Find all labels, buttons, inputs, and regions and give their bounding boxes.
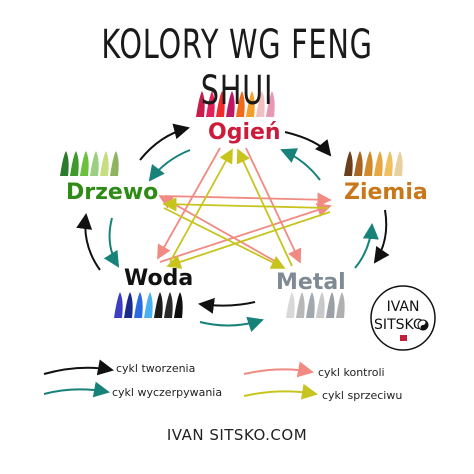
earth-swatches [344, 151, 403, 176]
ivan-sitsko-logo: IVAN SITSKO [370, 285, 436, 351]
legend-label-control: cykl kontroli [318, 366, 385, 379]
element-metal-label: Metal [276, 270, 346, 295]
element-fire-label: Ogień [208, 120, 281, 145]
logo-line1: IVAN [387, 299, 420, 315]
legend-label-creation: cykl tworzenia [116, 362, 196, 375]
yin-yang-icon [417, 319, 429, 331]
legend-arrow-control [243, 361, 314, 378]
seal-icon [400, 335, 407, 341]
fire-swatches [196, 91, 275, 117]
water-swatches [114, 292, 183, 318]
opposition-cycle-arrows [162, 148, 331, 269]
legend-label-exhaustion: cykl wyczerpywania [112, 386, 223, 399]
metal-swatches [286, 292, 345, 318]
legend-arrow-creation [43, 359, 114, 376]
legend-label-opposition: cykl sprzeciwu [322, 389, 403, 402]
element-wood-label: Drzewo [66, 180, 159, 205]
website-footer: IVAN SITSKO.COM [166, 426, 308, 444]
exhaustion-cycle-arrows [103, 148, 379, 333]
legend-arrow-exhaustion [43, 381, 110, 398]
legend-arrows [43, 359, 318, 400]
wood-swatches [60, 151, 119, 176]
legend-arrow-opposition [243, 383, 318, 400]
page-title: KOLORY WG FENG SHUI [101, 22, 373, 114]
creation-cycle-arrows [76, 123, 390, 314]
logo-line2: SITSKO [374, 317, 424, 333]
control-cycle-arrows [157, 147, 332, 265]
element-water-label: Woda [124, 266, 194, 291]
element-earth-label: Ziemia [344, 180, 428, 205]
